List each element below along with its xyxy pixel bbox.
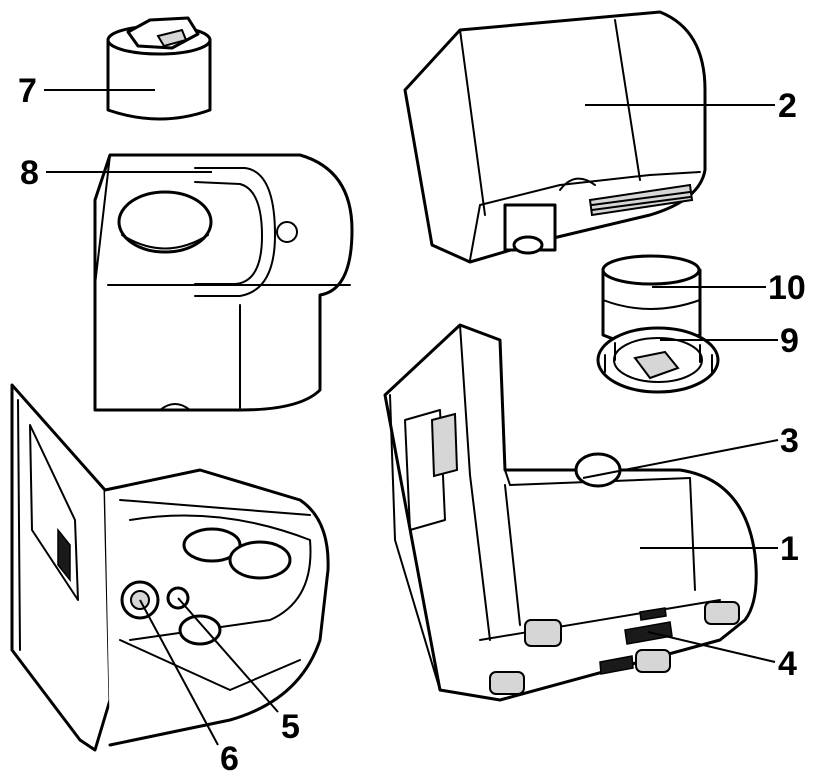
callout-8: 8	[20, 154, 39, 192]
callout-6: 6	[220, 740, 239, 778]
callout-5: 5	[281, 708, 300, 746]
leader-line-6	[139, 599, 219, 746]
part-8-tank-cover	[93, 153, 354, 412]
leader-line-4	[647, 631, 776, 663]
part-10-9-filter	[596, 254, 720, 394]
callout-9: 9	[780, 322, 799, 360]
part-2-water-tank	[403, 10, 707, 264]
part-1-base-unit	[383, 323, 758, 702]
part-7-cap	[106, 16, 212, 121]
part-5-6-base-unit-open	[10, 383, 330, 752]
leader-line-3	[582, 439, 779, 479]
callout-4: 4	[778, 645, 797, 683]
leader-line-5	[177, 597, 279, 713]
callout-1: 1	[780, 530, 799, 568]
callout-2: 2	[778, 87, 797, 125]
callout-10: 10	[768, 269, 806, 307]
callout-7: 7	[18, 72, 37, 110]
callout-3: 3	[780, 422, 799, 460]
